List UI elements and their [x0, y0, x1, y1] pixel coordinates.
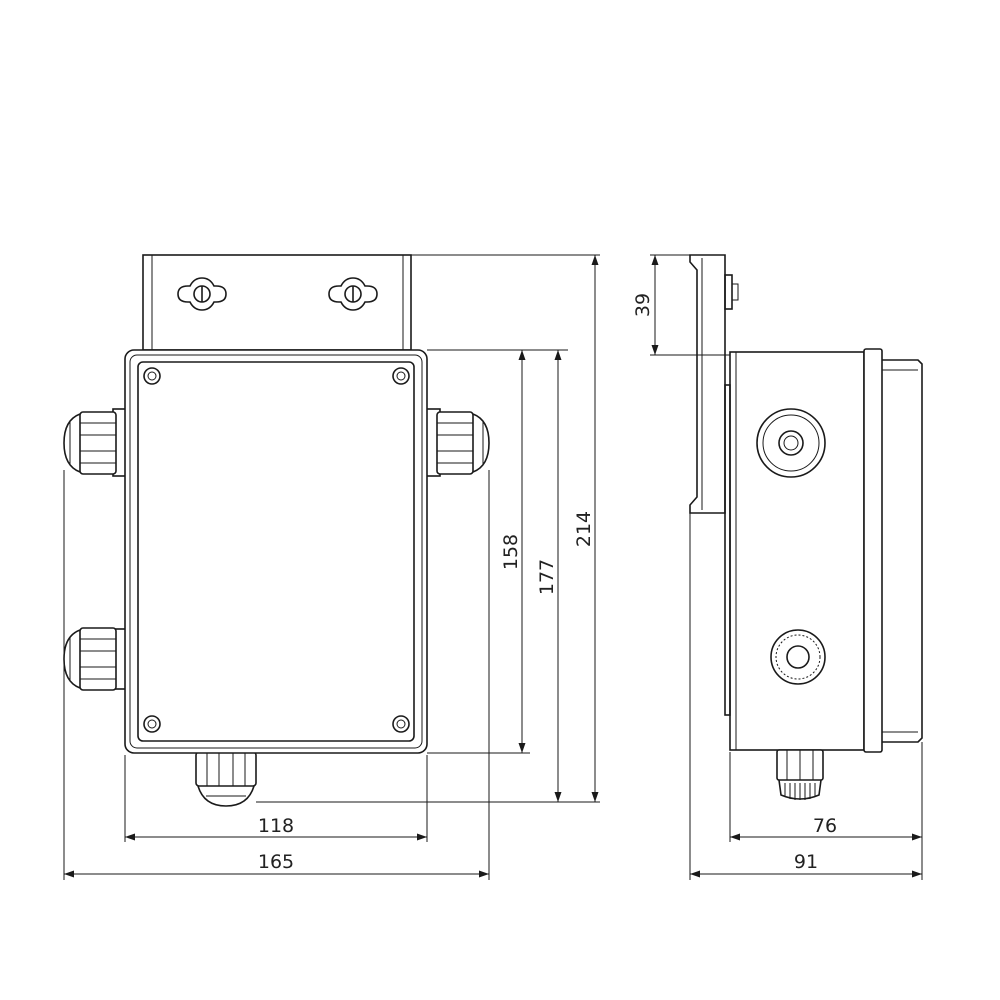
side-bracket — [689, 254, 739, 514]
lid-screw-top-left — [143, 367, 161, 385]
dim-label-39: 39 — [632, 293, 654, 317]
dim-label-76: 76 — [813, 815, 837, 837]
lid-screw-bottom-left — [143, 715, 161, 733]
dim-label-165: 165 — [258, 851, 294, 873]
dim-label-158: 158 — [500, 534, 522, 570]
cable-gland-left-upper — [63, 408, 128, 477]
mounting-bracket — [142, 254, 412, 351]
lid-screw-bottom-right — [392, 715, 410, 733]
dim-label-91: 91 — [794, 851, 818, 873]
side-gland-lower — [770, 629, 826, 685]
cable-gland-right — [425, 408, 490, 477]
keyhole-slot-right — [328, 277, 378, 311]
dim-label-214: 214 — [573, 511, 595, 547]
side-gland-bottom — [776, 749, 824, 800]
lid-screw-top-right — [392, 367, 410, 385]
dim-label-177: 177 — [536, 559, 558, 595]
front-view — [63, 254, 490, 807]
dim-label-118: 118 — [258, 815, 294, 837]
cable-gland-left-lower — [63, 627, 128, 691]
enclosure-housing — [124, 349, 428, 754]
side-gland-upper — [756, 408, 826, 478]
side-view — [689, 254, 923, 800]
side-dimensions: 39 76 91 — [632, 254, 923, 880]
keyhole-slot-left — [177, 277, 227, 311]
front-dimensions: 158 177 214 118 165 — [63, 254, 600, 880]
side-enclosure-body — [724, 348, 923, 753]
cable-gland-bottom — [195, 751, 257, 807]
